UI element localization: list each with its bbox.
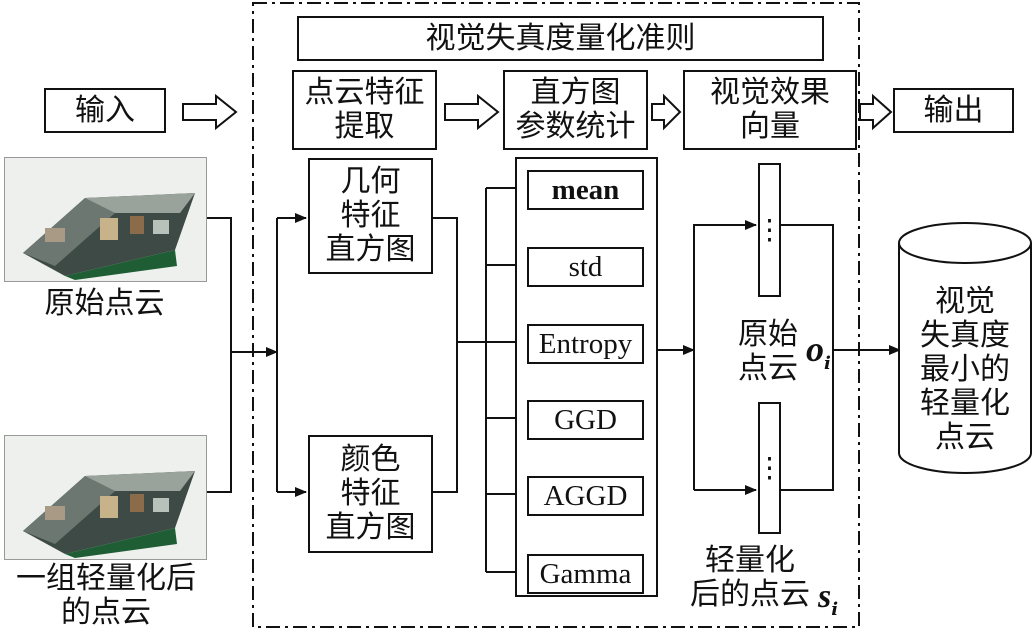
lightweight-vector-dots: ⋮ — [755, 451, 784, 484]
symbol-o-sub: i — [824, 353, 831, 374]
histogram-stats-label: 直方图 参数统计 — [515, 75, 636, 144]
system-frame — [252, 2, 860, 628]
histogram-lines — [433, 183, 528, 577]
symbol-s-sub: i — [831, 599, 839, 620]
param-entropy-label: Entropy — [538, 328, 633, 360]
title-box: 视觉失真度量化准则 — [297, 16, 824, 61]
hollow-arrow-output — [859, 93, 893, 131]
vector-lines — [658, 220, 901, 495]
visual-vector-label: 视觉效果 向量 — [710, 75, 830, 144]
param-gamma-label: Gamma — [539, 558, 632, 590]
visual-vector-box: 视觉效果 向量 — [683, 70, 857, 150]
original-point-cloud-image — [4, 157, 207, 282]
param-mean-label: mean — [551, 174, 620, 206]
title-text: 视觉失真度量化准则 — [425, 20, 696, 56]
param-ggd-label: GGD — [554, 404, 617, 436]
param-mean: mean — [527, 170, 644, 210]
output-box: 输出 — [893, 88, 1014, 133]
lightweight-vector-symbol: si — [818, 578, 858, 620]
param-std: std — [527, 247, 644, 287]
original-vector-bar: ⋮ — [755, 163, 784, 297]
lightweight-point-cloud-image — [4, 435, 207, 560]
result-cylinder — [898, 222, 1032, 474]
param-entropy: Entropy — [527, 324, 644, 364]
color-histogram-label: 颜色 特征 直方图 — [325, 442, 416, 545]
hollow-arrow-stage1 — [444, 93, 500, 131]
param-aggd-label: AGGD — [543, 480, 628, 512]
original-point-cloud-label: 原始点云 — [44, 286, 165, 321]
lightweight-vector-text: 轻量化 后的点云 — [690, 543, 810, 612]
symbol-s: s — [818, 578, 832, 615]
geometry-histogram-box: 几何 特征 直方图 — [308, 158, 433, 274]
original-vector-symbol: oi — [806, 328, 846, 374]
geometry-histogram-label: 几何 特征 直方图 — [325, 164, 416, 267]
param-ggd: GGD — [527, 400, 644, 440]
point-cloud-illustration — [5, 436, 206, 559]
lightweight-point-cloud-label: 一组轻量化后 的点云 — [16, 561, 196, 630]
symbol-o: o — [806, 329, 824, 369]
feature-extraction-label: 点云特征 提取 — [304, 75, 425, 144]
lightweight-vector-bar: ⋮ — [755, 402, 784, 534]
point-cloud-illustration — [5, 158, 206, 281]
color-histogram-box: 颜色 特征 直方图 — [308, 435, 433, 553]
original-vector-text: 原始 点云 — [738, 317, 798, 386]
hollow-arrow-input — [182, 93, 238, 131]
original-vector-dots: ⋮ — [755, 213, 784, 246]
feature-extraction-box: 点云特征 提取 — [292, 70, 437, 150]
parameter-container — [515, 157, 658, 597]
param-std-label: std — [568, 251, 603, 283]
hollow-arrow-stage2 — [651, 93, 682, 131]
param-aggd: AGGD — [527, 476, 644, 516]
input-box: 输入 — [44, 88, 166, 133]
histogram-stats-box: 直方图 参数统计 — [503, 70, 648, 150]
param-gamma: Gamma — [527, 554, 644, 594]
input-lines — [206, 213, 307, 497]
result-text: 视觉 失真度 最小的 轻量化 点云 — [920, 284, 1010, 455]
output-label: 输出 — [923, 92, 984, 128]
input-label: 输入 — [75, 92, 135, 128]
